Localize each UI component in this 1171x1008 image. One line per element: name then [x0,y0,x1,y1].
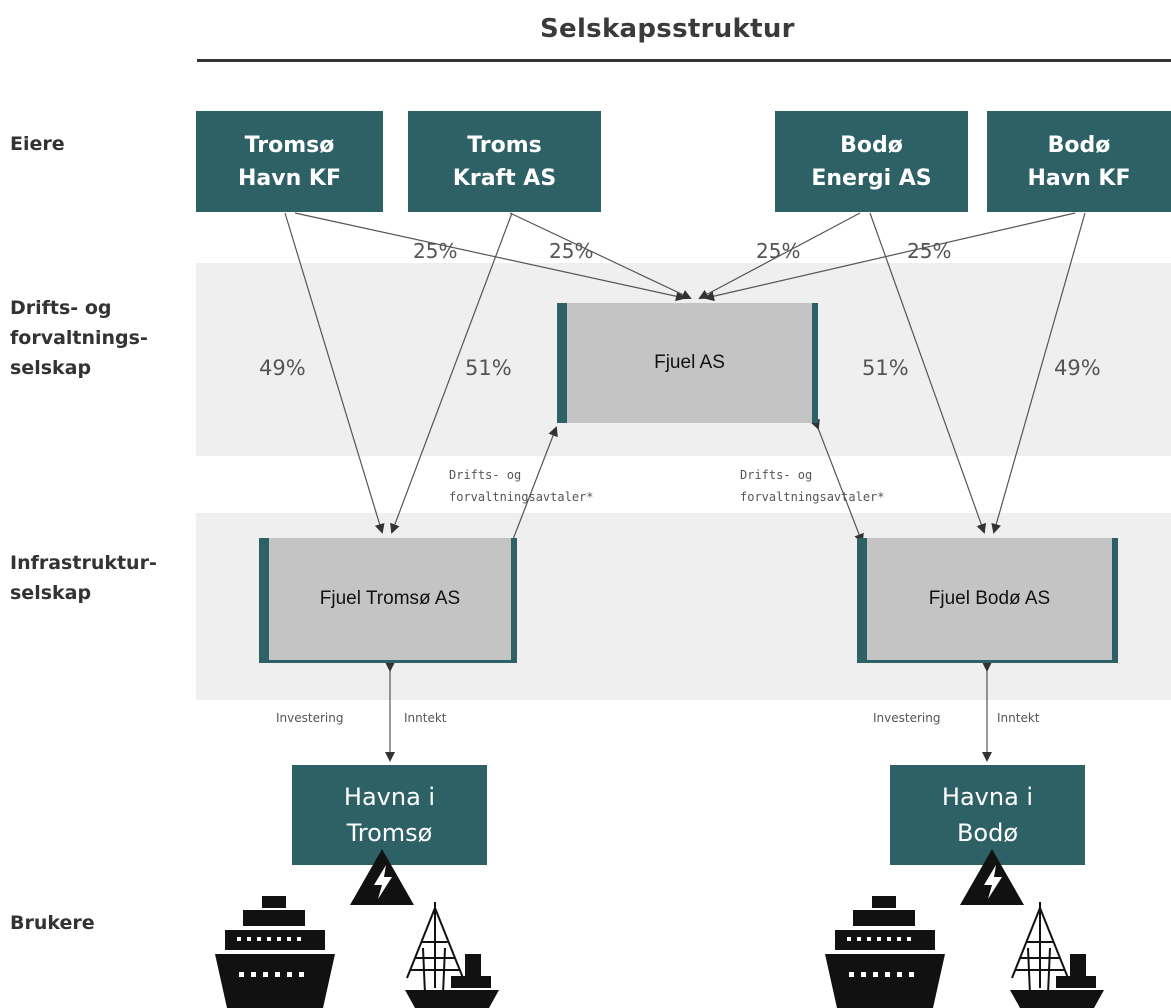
link-owner2-fjuel [509,212,692,300]
share-label-tromso-left: 49% [259,356,306,380]
row-label-infrastructure-line2: selskap [10,582,92,604]
fjuel-bodo-label: Fjuel Bodø AS [928,588,1051,609]
fjuel-as-box: Fjuel AS [557,303,818,423]
share-label-tromso-right: 51% [465,356,512,380]
link-agreement-tromso [504,426,558,552]
harbour-tromso-line2: Tromsø [346,819,433,847]
agreement-label-tromso: Drifts- og forvaltningsavtaler* [449,464,594,508]
link-owner3-bodo [869,212,987,534]
row-label-users-text: Brukere [10,912,95,934]
row-label-owners-text: Eiere [10,133,65,155]
share-label-troms-kraft: 25% [549,239,594,263]
share-label-bodo-right: 49% [1054,356,1101,380]
ship-icon [215,896,335,1008]
row-label-owners: Eiere [10,129,65,159]
investment-label-tromso: Investering [276,711,344,725]
link-owner1-fjuel [294,212,686,302]
share-label-bodo-havn: 25% [907,239,952,263]
owner-bodo-havn-line1: Bodø [1047,132,1111,158]
row-label-infrastructure-line1: Infrastruktur- [10,552,157,574]
diagram-title: Selskapsstruktur [540,14,795,44]
row-label-users: Brukere [10,908,95,938]
ship-icon [825,896,945,1008]
agreement-label-bodo: Drifts- og forvaltningsavtaler* [740,464,885,508]
row-label-operations-line2: forvaltnings- [10,327,148,349]
link-agreement-bodo [810,418,864,544]
owner-troms-kraft: Troms Kraft AS [408,111,601,212]
row-label-operations: Drifts- og forvaltnings- selskap [10,293,148,383]
owner-tromso-havn: Tromsø Havn KF [196,111,383,212]
harbour-tromso-line1: Havna i [343,783,436,811]
agreement-label-bodo-line2: forvaltningsavtaler* [740,490,885,504]
harbour-bodo-line1: Havna i [941,783,1034,811]
owner-bodo-energi-line1: Bodø [840,132,903,158]
investment-label-bodo: Investering [873,711,941,725]
share-label-bodo-energi: 25% [756,239,801,263]
row-label-operations-line3: selskap [10,357,92,379]
link-owner4-fjuel [704,212,1076,302]
row-label-infrastructure: Infrastruktur- selskap [10,548,157,608]
agreement-label-tromso-line1: Drifts- og [449,468,522,482]
owner-troms-kraft-line1: Troms [467,132,542,158]
fjuel-bodo-box: Fjuel Bodø AS [857,538,1118,663]
link-owner4-bodo [991,212,1086,534]
agreement-label-tromso-line2: forvaltningsavtaler* [449,490,594,504]
owner-troms-kraft-line2: Kraft AS [452,165,557,191]
lightning-warning-icon [960,849,1024,905]
owner-bodo-havn-line2: Havn KF [1027,165,1131,191]
fjuel-as-label: Fjuel AS [654,352,725,373]
share-label-tromso-havn: 25% [413,239,458,263]
link-owner2-tromso [390,212,513,534]
fjuel-tromso-box: Fjuel Tromsø AS [259,538,517,663]
link-owner1-tromso [284,212,385,534]
lightning-warning-icon [350,849,414,905]
fishing-boat-icon [1010,902,1104,1008]
income-label-bodo: Inntekt [997,711,1040,725]
harbour-bodo-line2: Bodø [956,819,1019,847]
harbour-bodo: Havna i Bodø [890,765,1085,865]
owner-tromso-havn-line2: Havn KF [238,165,341,191]
share-label-bodo-left: 51% [862,356,909,380]
owner-bodo-energi: Bodø Energi AS [775,111,968,212]
owner-bodo-havn: Bodø Havn KF [987,111,1171,212]
harbour-tromso: Havna i Tromsø [292,765,487,865]
owner-tromso-havn-line1: Tromsø [244,132,335,158]
fishing-boat-icon [405,902,499,1008]
agreement-label-bodo-line1: Drifts- og [740,468,813,482]
fjuel-tromso-label: Fjuel Tromsø AS [319,588,461,609]
title-divider [197,59,1171,62]
link-owner3-fjuel [698,212,861,299]
income-label-tromso: Inntekt [404,711,447,725]
row-label-operations-line1: Drifts- og [10,297,112,319]
owner-bodo-energi-line2: Energi AS [811,165,932,191]
